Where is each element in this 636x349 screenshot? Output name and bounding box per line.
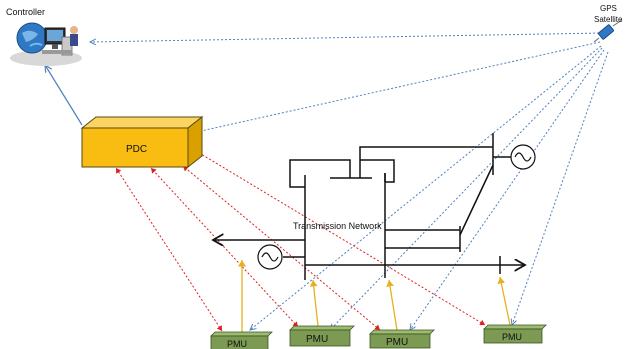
pdc-box[interactable]: PDC	[80, 115, 204, 169]
gps-to-pmu1-link	[250, 45, 602, 330]
left-top-loop	[289, 159, 351, 188]
branch-to-right-bus	[459, 164, 494, 236]
pmu1-pdc-link	[115, 167, 223, 332]
pmu3-pdc-link	[182, 165, 381, 331]
ac-generator-icon	[510, 144, 536, 170]
gps-to-pmu3-link	[410, 49, 605, 330]
right-top-loop	[359, 146, 493, 178]
pmu-pdc-links	[115, 144, 486, 332]
pmu-box[interactable]: PMU	[483, 324, 547, 344]
pmu-box[interactable]: PMU	[369, 329, 435, 349]
pmu-label: PMU	[227, 339, 247, 349]
ac-generator-icon	[257, 244, 283, 270]
network-label: Transmission Network	[293, 221, 382, 231]
gps-to-pdc-link	[192, 41, 601, 133]
controller-workstation-icon	[10, 22, 82, 66]
center-right-loop	[360, 159, 395, 183]
pmu-label: PMU	[502, 332, 522, 342]
pmu2-bus-link	[309, 279, 319, 327]
pdc-label: PDC	[126, 144, 147, 155]
pmu-label: PMU	[306, 334, 328, 345]
pmu-box[interactable]: PMU	[210, 331, 273, 349]
gps-satellite-icon	[593, 19, 623, 43]
gps-label-line2: Satellite	[594, 15, 623, 24]
gps-to-controller-link	[90, 32, 604, 42]
pmu4-bus-link	[497, 276, 511, 326]
pmu-bus-links	[238, 260, 511, 333]
pmu3-bus-link	[386, 279, 398, 331]
gps-label-line1: GPS	[600, 4, 617, 13]
pdc-to-controller-link	[45, 65, 83, 126]
transmission-network	[213, 133, 525, 280]
gps-links	[90, 32, 609, 330]
gps-to-pmu2-link	[330, 47, 603, 330]
pmu-box[interactable]: PMU	[289, 325, 355, 347]
pmu-label: PMU	[386, 337, 408, 348]
controller-label: Controller	[6, 7, 45, 17]
pmu4-pdc-link	[185, 144, 486, 326]
gps-to-pmu4-link	[512, 51, 609, 325]
